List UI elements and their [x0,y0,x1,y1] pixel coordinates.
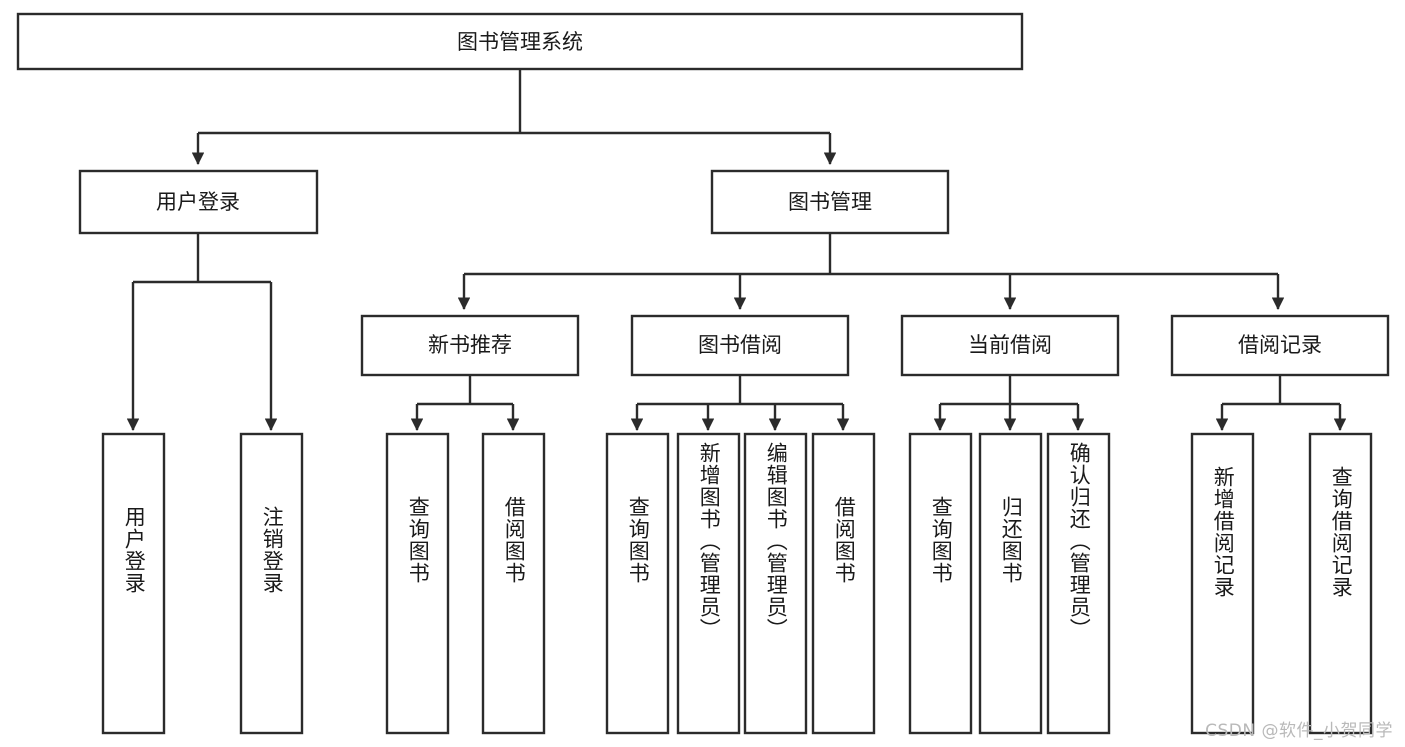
node-book-borrow-box[interactable] [630,314,850,377]
node-book-borrow[interactable]: 图书借阅 [630,314,850,377]
node-borrow-records[interactable]: 借阅记录 [1170,314,1390,377]
node-user-login[interactable]: 用户登录 [78,169,319,235]
leaf-box-confirm-return[interactable] [1046,432,1111,735]
node-book-management-box[interactable] [710,169,950,235]
node-user-login-box[interactable] [78,169,319,235]
leaf-box-query-book-1[interactable] [385,432,450,735]
node-root-box[interactable] [16,12,1024,71]
node-current-borrow-box[interactable] [900,314,1120,377]
node-new-book-recommend[interactable]: 新书推荐 [360,314,580,377]
leaf-box-query-record[interactable] [1308,432,1373,735]
leaf-box-borrow-book-2[interactable] [811,432,876,735]
leaf-box-return-book[interactable] [978,432,1043,735]
leaf-box-edit-book[interactable] [743,432,808,735]
node-new-book-recommend-box[interactable] [360,314,580,377]
connector-edges [126,69,1347,431]
leaf-boxes [101,432,1373,735]
leaf-box-add-record[interactable] [1190,432,1255,735]
leaf-box-query-book-2[interactable] [605,432,670,735]
node-root[interactable]: 图书管理系统 [16,12,1024,71]
csdn-watermark: CSDN @软件_小贺同学 [1205,721,1393,741]
leaf-box-user-login[interactable] [101,432,166,735]
node-root-label: 图书管理系统 [457,30,583,54]
leaf-box-borrow-book-1[interactable] [481,432,546,735]
node-book-management-label: 图书管理 [788,190,872,214]
node-book-management[interactable]: 图书管理 [710,169,950,235]
node-current-borrow-label: 当前借阅 [968,333,1052,357]
node-borrow-records-box[interactable] [1170,314,1390,377]
leaf-box-logout[interactable] [239,432,304,735]
node-new-book-recommend-label: 新书推荐 [428,333,512,357]
leaf-box-add-book[interactable] [676,432,741,735]
node-borrow-records-label: 借阅记录 [1238,333,1322,357]
node-current-borrow[interactable]: 当前借阅 [900,314,1120,377]
node-user-login-label: 用户登录 [156,190,240,214]
leaf-box-query-book-3[interactable] [908,432,973,735]
node-book-borrow-label: 图书借阅 [698,333,782,357]
